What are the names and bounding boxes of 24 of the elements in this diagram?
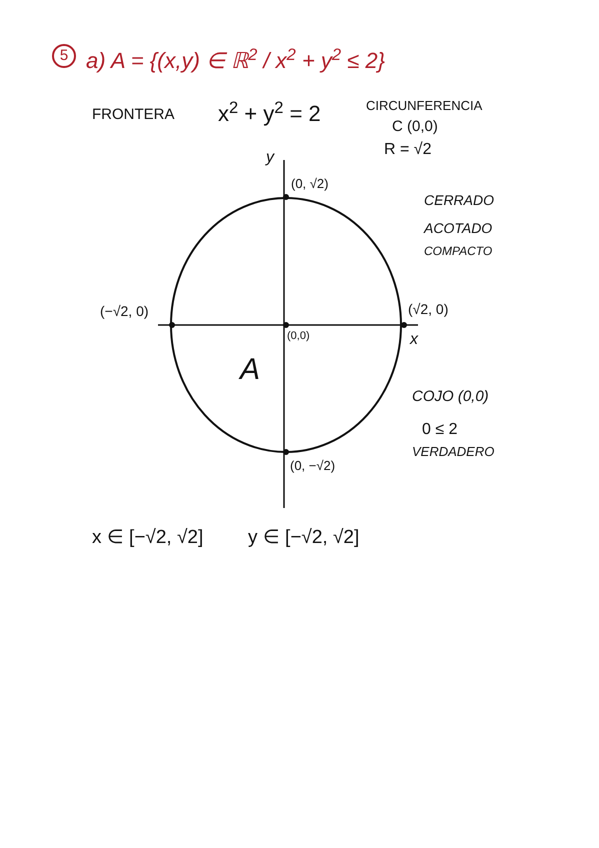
point-label: (√2, 0): [408, 301, 448, 318]
interval-text: y ∈ [−√2, √2]: [248, 526, 360, 550]
point-label: (0, −√2): [290, 458, 336, 474]
axis-label: x: [410, 330, 418, 350]
circled-number: 5: [52, 44, 76, 68]
note-text: 0 ≤ 2: [422, 420, 458, 440]
set-definition: a) A = {(x,y) ∈ ℝ$^{2}$ / x$^{2}$ + y$^{2}$ ≤ 2}: [86, 44, 385, 75]
point-label: (−√2, 0): [100, 303, 149, 320]
note-text: VERDADERO: [412, 444, 494, 460]
disk-region: [170, 197, 402, 453]
region-label: A: [240, 355, 260, 385]
note-text: ACOTADO: [424, 220, 492, 238]
note-text: C (0,0): [392, 118, 438, 137]
equation: x$^{2}$ + y$^{2}$ = 2: [218, 100, 321, 128]
axis-label: y: [266, 148, 274, 168]
interval-text: x ∈ [−√2, √2]: [92, 526, 204, 550]
note-text: R = √2: [384, 140, 432, 160]
note-text: COJO (0,0): [412, 388, 489, 407]
boundary-label: FRONTERA: [92, 106, 174, 125]
point-label: (0,0): [287, 330, 310, 344]
note-text: CERRADO: [424, 192, 494, 210]
note-text: COMPACTO: [424, 244, 492, 259]
point-label: (0, √2): [291, 176, 328, 192]
note-text: CIRCUNFERENCIA: [366, 98, 482, 114]
